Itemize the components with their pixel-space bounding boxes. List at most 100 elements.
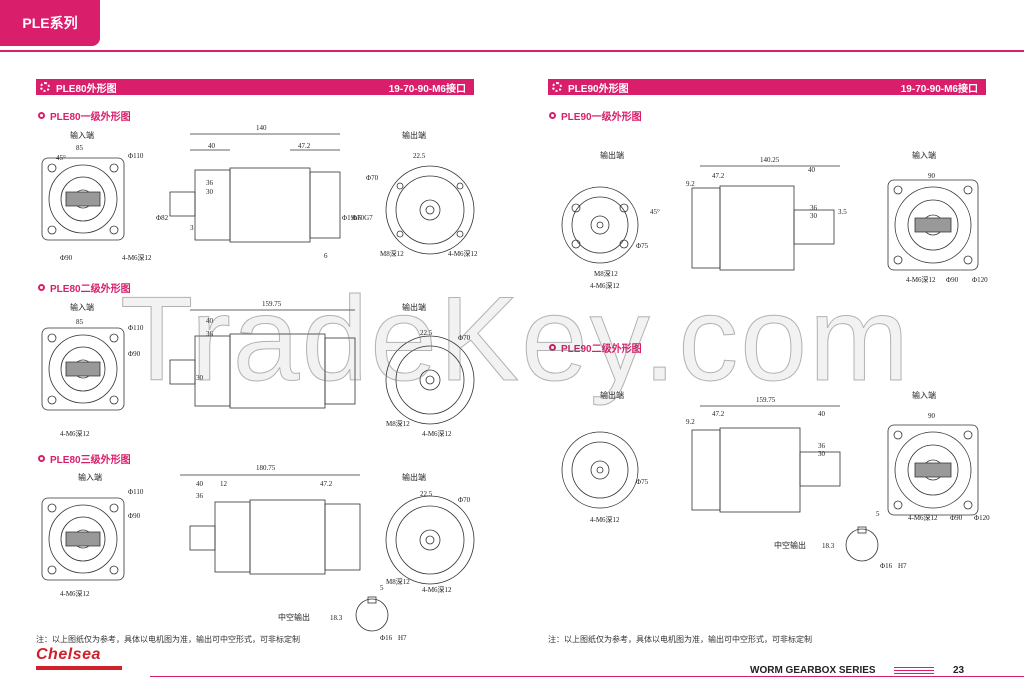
right-d1-overall: 140.25 (760, 156, 780, 164)
left-d1-in: 输入端 (70, 130, 94, 140)
right-d1-w90: 90 (928, 172, 936, 180)
right-sub1: PLE90一级外形图 (549, 108, 642, 123)
left-d1-m6b: 4-M6深12 (448, 249, 478, 258)
left-hollow-h7: H7 (398, 634, 407, 642)
right-d2-out: 输出端 (600, 390, 624, 400)
right-d2-l47: 47.2 (712, 410, 725, 418)
right-d2-m6b: 4-M6深12 (908, 513, 938, 522)
right-d1-l36: 36 (810, 204, 818, 212)
left-d2-overall: 159.75 (262, 300, 282, 308)
right-d2-d120: Φ120 (974, 514, 990, 522)
left-d1-d70g: Φ70G7 (352, 214, 373, 222)
right-hollow-w5: 5 (876, 510, 880, 518)
left-d1-out: 输出端 (402, 130, 426, 140)
page-number: 23 (953, 665, 965, 676)
left-d1-d110: Φ110 (128, 152, 144, 160)
right-hollow-h183: 18.3 (822, 542, 835, 550)
left-d3-d110: Φ110 (128, 488, 144, 496)
right-d1-in: 输入端 (912, 150, 936, 160)
right-drawings: 输出端 输入端 140.25 47.2 9.2 40 36 30 3.5 Φ75… (561, 150, 990, 570)
left-d3-overall: 180.75 (256, 464, 276, 472)
right-d1-out: 输出端 (600, 150, 624, 160)
left-drawings: 输入端 输出端 85 Φ110 45° Φ90 4-M6深12 140 40 4… (41, 124, 478, 642)
left-d1-l47: 47.2 (298, 142, 311, 150)
right-d2-d90: Φ90 (950, 514, 963, 522)
left-d1-m6: 4-M6深12 (122, 253, 152, 262)
left-d3-in: 输入端 (78, 472, 102, 482)
right-d2-l36: 36 (818, 442, 826, 450)
right-d2-w90: 90 (928, 412, 936, 420)
left-d2-m6b: 4-M6深12 (422, 429, 452, 438)
right-title: PLE90外形图 (568, 83, 629, 95)
left-d3-d70: Φ70 (458, 496, 471, 504)
left-d3-l22: 22.5 (420, 490, 433, 498)
right-note: 注：以上图纸仅为参考，具体以电机图为准，输出可中空形式，可非标定制 (548, 635, 812, 644)
left-hollow-w5: 5 (380, 584, 384, 592)
right-d1-l35: 3.5 (838, 208, 847, 216)
footer-series: WORM GEARBOX SERIES (750, 665, 876, 676)
right-sub2-label: PLE90二级外形图 (561, 344, 642, 355)
right-d2-overall: 159.75 (756, 396, 776, 404)
left-d3-l47: 47.2 (320, 480, 333, 488)
left-sub1-label: PLE80一级外形图 (50, 112, 131, 123)
left-d2-l30: 30 (196, 374, 204, 382)
left-sub2: PLE80二级外形图 (38, 280, 131, 295)
left-hollow-label: 中空输出 (278, 612, 310, 622)
right-d1-m6: 4-M6深12 (590, 281, 620, 290)
left-d1-a45: 45° (56, 154, 66, 162)
left-sub3: PLE80三级外形图 (38, 451, 131, 466)
left-d2-out: 输出端 (402, 302, 426, 312)
header-rule (0, 50, 1024, 52)
footer-stripes (894, 667, 934, 675)
left-d2-l22: 22.5 (420, 329, 433, 337)
right-d1-d120: Φ120 (972, 276, 988, 284)
left-d1-d19: Φ19h6 (342, 214, 362, 222)
brand-logo: Chelsea (36, 646, 101, 663)
series-tab-label: PLE系列 (22, 15, 78, 31)
right-section-bar: PLE90外形图 19-70-90-M6接口 (548, 79, 986, 95)
right-d2-in: 输入端 (912, 390, 936, 400)
footer-rule (150, 676, 1024, 677)
left-d1-w85: 85 (76, 144, 84, 152)
bullet-icon (38, 455, 45, 462)
left-d3-l12: 12 (220, 480, 228, 488)
left-d2-in: 输入端 (70, 302, 94, 312)
left-note: 注：以上图纸仅为参考，具体以电机图为准，输出可中空形式，可非标定制 (36, 635, 300, 644)
series-tab: PLE系列 (0, 0, 100, 46)
right-sub2: PLE90二级外形图 (549, 340, 642, 355)
bullet-icon (549, 112, 556, 119)
left-d1-l40: 40 (208, 142, 216, 150)
left-d2-l36: 36 (206, 330, 214, 338)
bullet-icon (38, 112, 45, 119)
left-d1-l3: 3 (190, 224, 194, 232)
left-d3-m6b: 4-M6深12 (422, 585, 452, 594)
left-d2-l40: 40 (206, 317, 214, 325)
left-d1-m8: M8深12 (380, 249, 404, 258)
left-d1-l22: 22.5 (413, 152, 426, 160)
left-d3-out: 输出端 (402, 472, 426, 482)
right-d1-l40: 40 (808, 166, 816, 174)
right-d2-m6: 4-M6深12 (590, 515, 620, 524)
right-d2-l30: 30 (818, 450, 826, 458)
left-d1-l36: 36 (206, 179, 214, 187)
right-d1-m8: M8深12 (594, 269, 618, 278)
bullet-icon (38, 284, 45, 291)
right-d1-l30: 30 (810, 212, 818, 220)
right-d1-l9: 9.2 (686, 180, 695, 188)
left-d2-w85: 85 (76, 318, 84, 326)
left-d3-l40: 40 (196, 480, 204, 488)
bullet-icon (549, 344, 556, 351)
gear-icon (40, 82, 50, 92)
left-section-bar: PLE80外形图 19-70-90-M6接口 (36, 79, 474, 95)
right-interface: 19-70-90-M6接口 (900, 83, 978, 95)
left-d3-m6: 4-M6深12 (60, 589, 90, 598)
right-d2-l40: 40 (818, 410, 826, 418)
right-d1-m6b: 4-M6深12 (906, 275, 936, 284)
left-d2-d90: Φ90 (128, 350, 141, 358)
left-hollow-h183: 18.3 (330, 614, 343, 622)
right-d1-l47: 47.2 (712, 172, 725, 180)
left-d2-m8: M8深12 (386, 419, 410, 428)
right-hollow-label: 中空输出 (774, 540, 806, 550)
left-sub1: PLE80一级外形图 (38, 108, 131, 123)
right-sub1-label: PLE90一级外形图 (561, 112, 642, 123)
